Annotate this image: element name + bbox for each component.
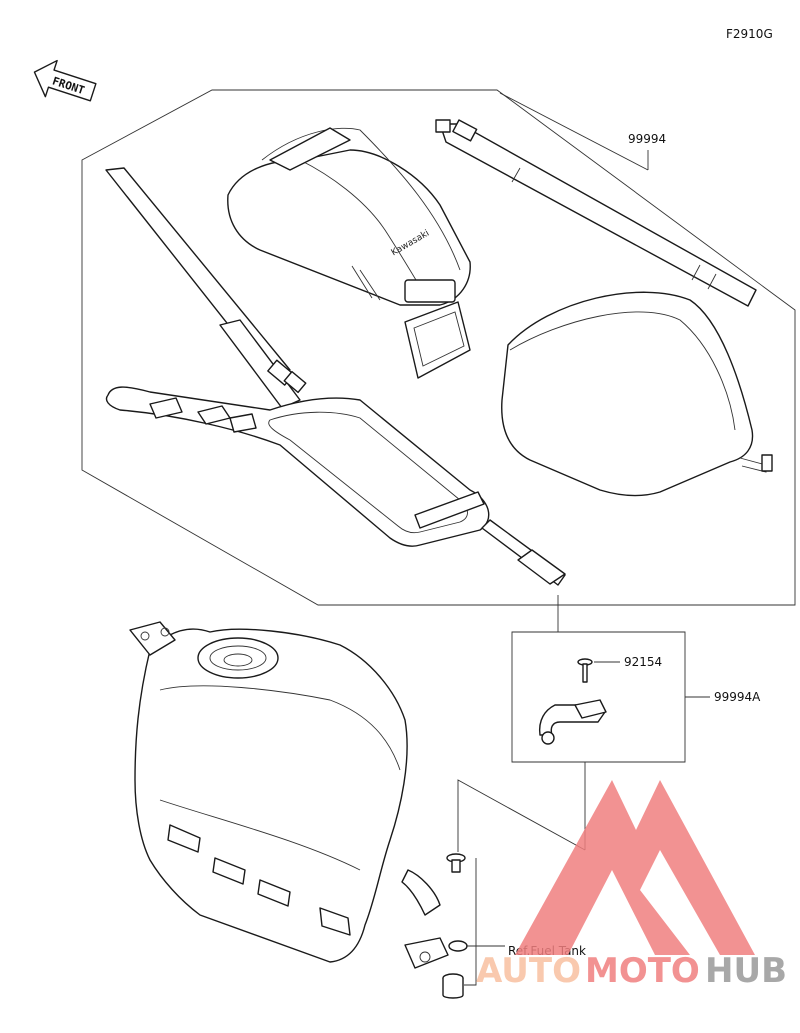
front-arrow-icon: FRONT xyxy=(33,59,97,102)
tank-bag: Kawasaki xyxy=(227,127,471,379)
tank-bag-base xyxy=(105,386,566,586)
callout-bracket-kit: 99994A xyxy=(714,690,761,704)
seat-cover xyxy=(501,291,773,497)
rubber-bushing xyxy=(442,973,464,999)
figure-code: F2910G xyxy=(726,27,773,41)
leader-kit xyxy=(499,92,649,171)
watermark: AUTO MOTO HUB xyxy=(476,780,787,991)
kit-boundary xyxy=(81,89,796,606)
fuel-tank xyxy=(129,621,449,969)
watermark-text-3: HUB xyxy=(705,951,787,991)
bracket xyxy=(538,699,607,745)
washer-mid xyxy=(448,940,468,952)
bracket-kit-boundary xyxy=(511,631,686,763)
strap-long xyxy=(435,119,757,307)
watermark-text-2: MOTO xyxy=(585,951,700,991)
washer-top xyxy=(446,853,466,873)
watermark-logo-icon xyxy=(515,780,755,955)
watermark-text-1: AUTO xyxy=(476,951,581,991)
callout-kit: 99994 xyxy=(628,132,666,146)
callout-screw: 92154 xyxy=(624,655,662,669)
strap-left xyxy=(105,167,307,409)
screw-92154 xyxy=(577,658,593,683)
